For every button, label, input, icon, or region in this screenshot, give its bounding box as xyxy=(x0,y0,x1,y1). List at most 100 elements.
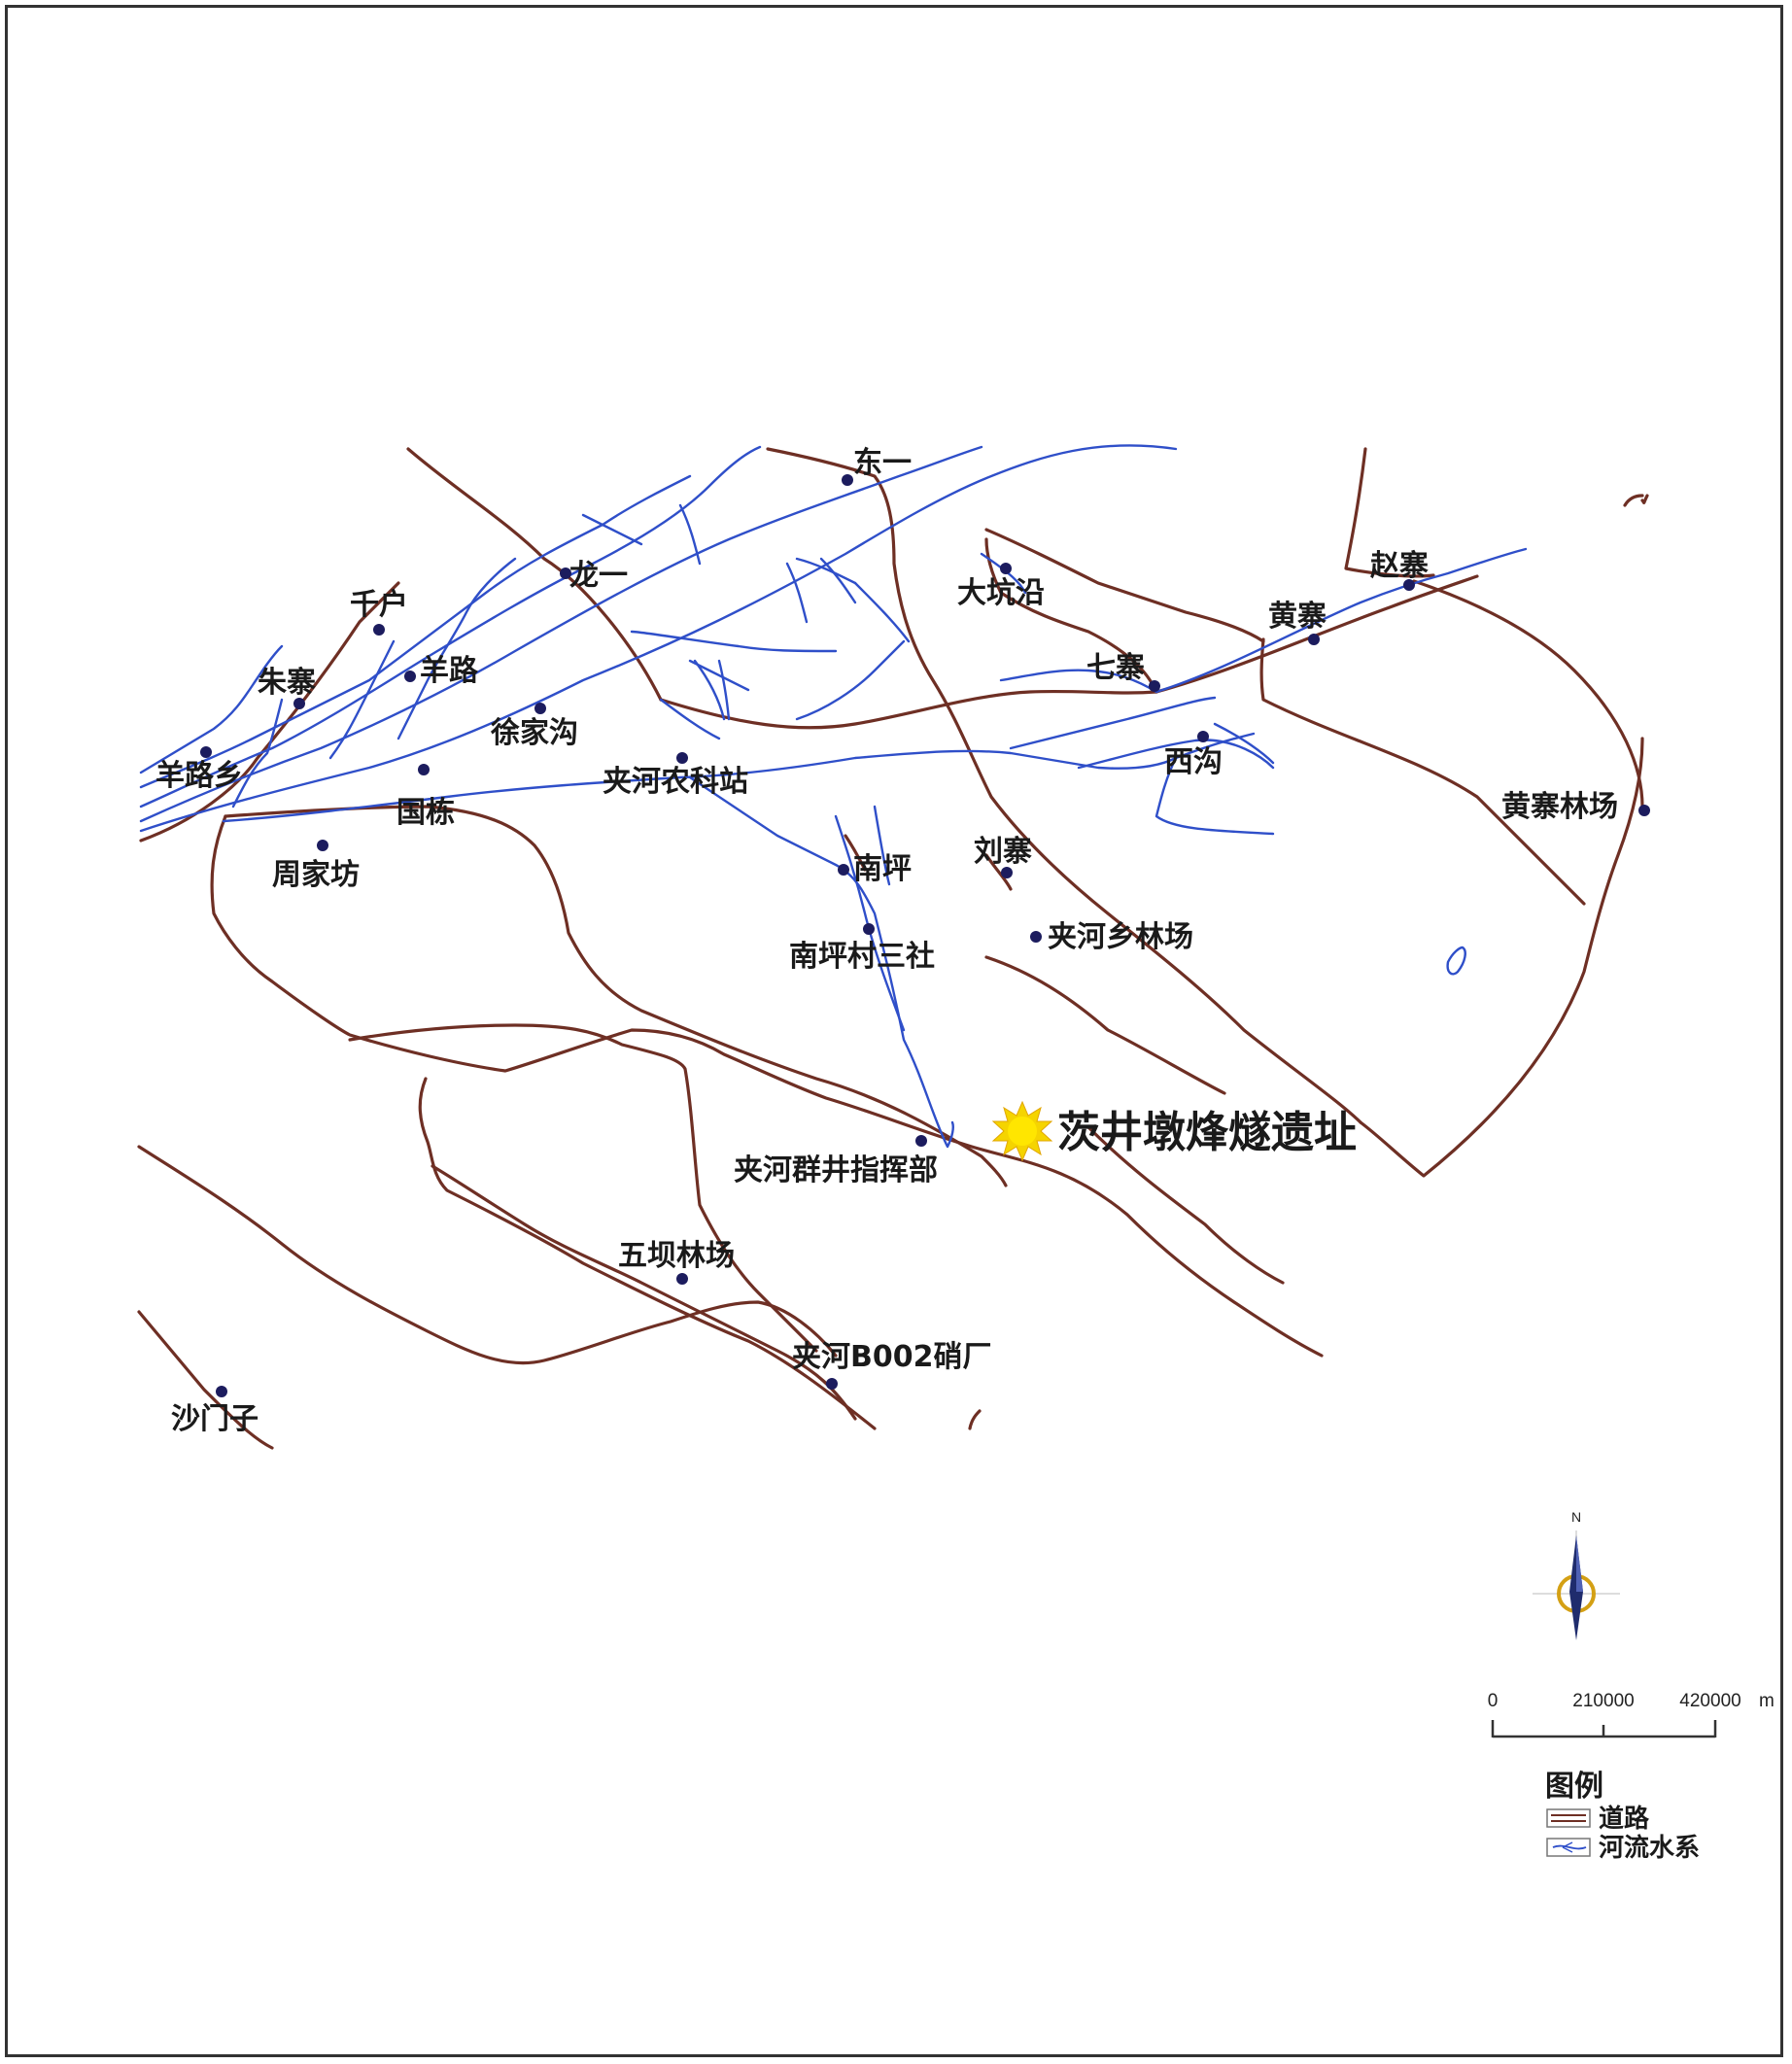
place-yanglu: 羊路 xyxy=(404,654,479,688)
river xyxy=(630,630,838,653)
place-dot xyxy=(317,840,328,851)
river xyxy=(659,698,721,740)
road-legend-icon xyxy=(1546,1808,1591,1828)
place-zhaozhai: 赵寨 xyxy=(1370,549,1429,591)
place-dot xyxy=(1030,931,1042,943)
road xyxy=(406,447,663,702)
place-dot xyxy=(1197,731,1209,742)
river xyxy=(139,444,1178,833)
north-arrow: N xyxy=(1533,1509,1620,1640)
river xyxy=(688,775,954,1149)
river xyxy=(795,557,857,585)
place-label: 朱寨 xyxy=(258,666,316,700)
road xyxy=(139,581,400,843)
legend-title: 图例 xyxy=(1545,1770,1603,1804)
road xyxy=(844,834,867,872)
place-label: 五坝林场 xyxy=(618,1239,735,1273)
scale-unit: m xyxy=(1759,1691,1775,1711)
road xyxy=(984,537,1158,694)
place-label: 夹河乡林场 xyxy=(1048,920,1193,954)
place-dot xyxy=(200,746,212,758)
river xyxy=(139,474,692,789)
place-yanglu-xiang: 羊路乡 xyxy=(155,746,243,793)
river xyxy=(873,805,891,886)
river xyxy=(1009,696,1217,750)
place-dot xyxy=(418,764,430,775)
place-dot xyxy=(676,752,688,764)
river-network xyxy=(139,444,1528,1149)
legend: 图例 道路 河流水系 xyxy=(1545,1770,1700,1863)
place-label: 羊路 xyxy=(420,654,479,688)
river xyxy=(795,639,906,721)
scale-tick-0: 0 xyxy=(1488,1691,1499,1711)
road xyxy=(418,1077,877,1430)
place-dot xyxy=(373,624,385,636)
road xyxy=(968,1409,982,1430)
place-xigou: 西沟 xyxy=(1164,731,1223,779)
scale-tick-2: 420000 xyxy=(1679,1691,1740,1711)
river xyxy=(1077,739,1275,770)
place-label: 夹河农科站 xyxy=(603,765,748,799)
places-layer: 东一 龙一 千户 大坑沿 赵寨 黄寨 七寨 朱寨 xyxy=(155,446,1650,1436)
river xyxy=(231,698,284,808)
place-xujiagou: 徐家沟 xyxy=(490,703,578,750)
place-label: 大坑沿 xyxy=(957,576,1045,610)
place-zhoujiafang: 周家坊 xyxy=(272,840,360,892)
place-dot xyxy=(863,923,875,935)
place-dot xyxy=(216,1386,227,1397)
place-dot xyxy=(534,703,546,714)
place-huangzhai: 黄寨 xyxy=(1268,600,1327,645)
place-label: 南坪村三社 xyxy=(789,940,935,974)
scale-tick-1: 210000 xyxy=(1572,1691,1634,1711)
river xyxy=(1213,722,1275,765)
place-dot xyxy=(838,864,849,876)
road xyxy=(137,1310,274,1450)
place-label: 沙门子 xyxy=(171,1402,258,1436)
river xyxy=(1174,732,1256,760)
river xyxy=(1446,946,1466,976)
place-guodong: 国栋 xyxy=(396,764,455,830)
scale-bar: 0 210000 420000 m xyxy=(1488,1691,1775,1738)
place-label: 龙一 xyxy=(569,559,628,593)
river xyxy=(980,552,1027,595)
river xyxy=(999,547,1528,694)
place-jiahe-b002: 夹河B002硝厂 xyxy=(792,1340,992,1390)
place-label: 刘寨 xyxy=(974,835,1032,869)
road xyxy=(1412,579,1644,808)
legend-label: 道路 xyxy=(1599,1804,1650,1834)
place-jiahe-nongkezhan: 夹河农科站 xyxy=(603,752,748,799)
place-label: 夹河B002硝厂 xyxy=(792,1340,992,1374)
place-dot xyxy=(1638,805,1650,816)
place-dot xyxy=(1000,563,1012,574)
road xyxy=(1154,574,1479,694)
road xyxy=(1259,637,1586,906)
river xyxy=(688,659,750,692)
north-label: N xyxy=(1571,1509,1581,1525)
place-dot xyxy=(1001,867,1013,878)
place-dakengyan: 大坑沿 xyxy=(957,563,1045,610)
legend-item-road: 道路 xyxy=(1546,1804,1650,1834)
place-label: 羊路乡 xyxy=(155,759,243,793)
river xyxy=(785,562,809,624)
place-label: 七寨 xyxy=(1086,651,1145,685)
river xyxy=(819,557,857,604)
road xyxy=(659,689,1158,730)
place-dot xyxy=(560,568,571,579)
road xyxy=(1086,1125,1285,1285)
place-shamenzi: 沙门子 xyxy=(171,1386,258,1436)
place-nanping-cunsanshe: 南坪村三社 xyxy=(789,923,935,974)
place-dongyi: 东一 xyxy=(842,446,912,486)
road xyxy=(1640,494,1649,504)
place-dot xyxy=(842,474,853,486)
place-dot xyxy=(1308,634,1320,645)
place-label: 东一 xyxy=(853,446,912,480)
road xyxy=(1344,447,1435,578)
place-dot xyxy=(404,671,416,682)
river xyxy=(1154,756,1275,836)
road xyxy=(984,528,1265,643)
place-dot xyxy=(676,1273,688,1285)
place-label: 夹河群井指挥部 xyxy=(734,1153,938,1187)
river xyxy=(693,659,726,721)
river xyxy=(834,814,906,1032)
